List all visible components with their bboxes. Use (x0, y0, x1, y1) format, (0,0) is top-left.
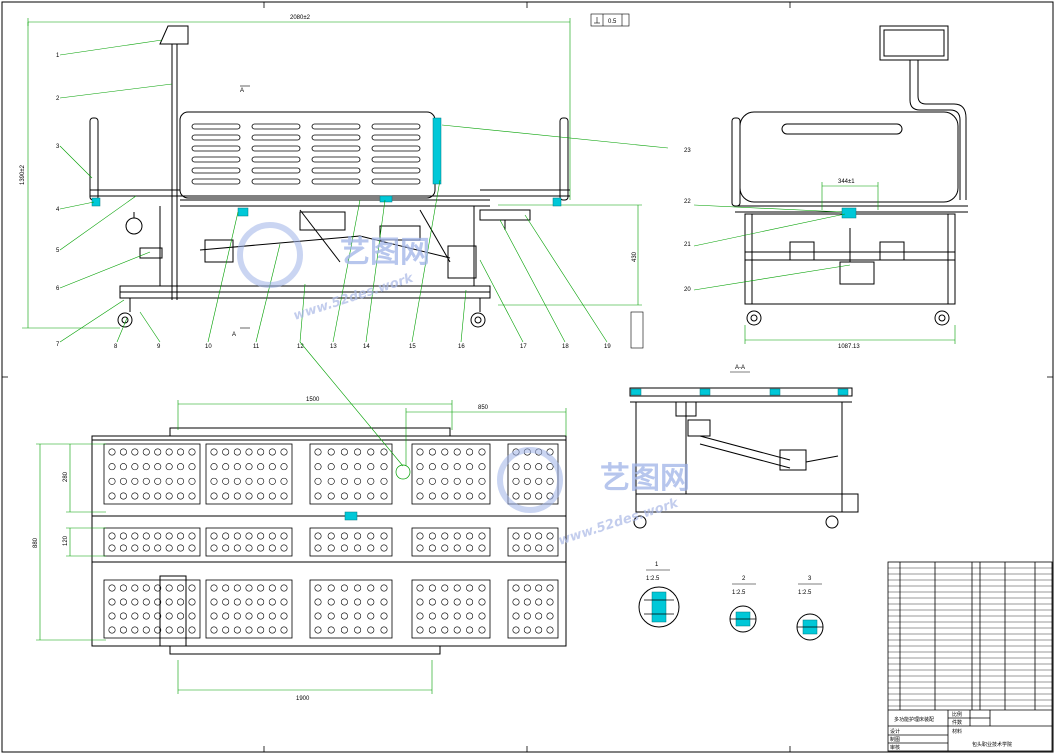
detail-3-scale: 1:2.5 (798, 590, 812, 596)
callout-21: 21 (684, 242, 691, 248)
watermark-url: www.52des.work (292, 270, 417, 323)
side-view: 2080±2 1390±2 430 0.5 A A (20, 13, 669, 350)
label-material: 材料 (952, 728, 962, 735)
detail-1-scale: 1:2.5 (646, 576, 660, 582)
callout-13: 13 (330, 344, 337, 350)
plan-dim-left-b: 120 (63, 535, 69, 546)
callout-10: 10 (205, 344, 212, 350)
watermark-logo-icon-2 (497, 447, 563, 513)
drawing-title: 多功能护理床装配 (894, 716, 934, 723)
school-name: 包头职业技术学院 (972, 741, 1012, 748)
row-review: 审核 (890, 744, 900, 751)
callout-7: 7 (56, 342, 60, 348)
callout-17: 17 (520, 344, 527, 350)
end-view: 344±1 1087.13 23 22 21 20 (684, 25, 968, 350)
overall-height-dim: 1390±2 (20, 164, 26, 185)
callout-5: 5 (56, 248, 60, 254)
end-inner-dim: 344±1 (838, 179, 855, 185)
detail-1-num: 1 (655, 562, 659, 568)
overall-length-dim: 2080±2 (290, 15, 311, 21)
callout-22: 22 (684, 199, 691, 205)
tolerance-value: 0.5 (608, 19, 617, 25)
detail-views: 1 1:2.5 2 1:2.5 3 1:2.5 (638, 562, 824, 641)
watermark-1: 艺图网 www.52des.work (237, 222, 430, 324)
watermark-url-2: www.52des.work (557, 495, 682, 548)
end-width-dim: 1087.13 (838, 344, 860, 350)
watermark-logo-text: 艺图网 (340, 235, 430, 270)
plan-dim-left-total: 880 (33, 537, 39, 548)
headboard-slots (191, 123, 421, 185)
callout-9: 9 (157, 344, 161, 350)
callout-8: 8 (114, 344, 118, 350)
label-scale: 比例 (952, 711, 962, 718)
section-view: A-A (629, 365, 859, 529)
section-mark-a: A (240, 88, 244, 94)
plan-dim-bottom: 1900 (296, 696, 310, 702)
plan-dim-top: 1500 (306, 397, 320, 403)
row-drawing: 制图 (890, 736, 900, 743)
plan-view: 1500 850 880 280 120 1900 (33, 341, 567, 702)
callout-15: 15 (409, 344, 416, 350)
title-block: 多功能护理床装配 比例 件数 材料 设计 制图 审核 包头职业技术学院 (887, 561, 1053, 752)
plan-dim-right: 850 (478, 405, 489, 411)
row-design: 设计 (890, 728, 900, 735)
watermark-logo-text-2: 艺图网 (600, 461, 690, 496)
callout-4: 4 (56, 207, 60, 213)
callout-19: 19 (604, 344, 611, 350)
detail-2-num: 2 (742, 576, 746, 582)
callout-6: 6 (56, 286, 60, 292)
plan-panels (103, 443, 559, 639)
section-mark-a-low: A (232, 332, 236, 338)
callout-12: 12 (297, 344, 304, 350)
callout-3: 3 (56, 144, 60, 150)
callout-20: 20 (684, 287, 691, 293)
callout-2: 2 (56, 96, 60, 102)
right-height-dim: 430 (632, 251, 638, 262)
section-label: A-A (735, 365, 745, 371)
callout-14: 14 (363, 344, 370, 350)
callout-18: 18 (562, 344, 569, 350)
plan-dim-left-a: 280 (63, 471, 69, 482)
detail-2-scale: 1:2.5 (732, 590, 746, 596)
watermark-2: 艺图网 www.52des.work (497, 447, 690, 549)
title-block-rows (888, 567, 1052, 707)
callout-16: 16 (458, 344, 465, 350)
callout-1: 1 (56, 53, 60, 59)
callout-11: 11 (253, 344, 260, 350)
label-count: 件数 (952, 719, 962, 726)
detail-3-num: 3 (808, 576, 812, 582)
callout-23: 23 (684, 148, 691, 154)
watermark-logo-icon (237, 222, 303, 288)
